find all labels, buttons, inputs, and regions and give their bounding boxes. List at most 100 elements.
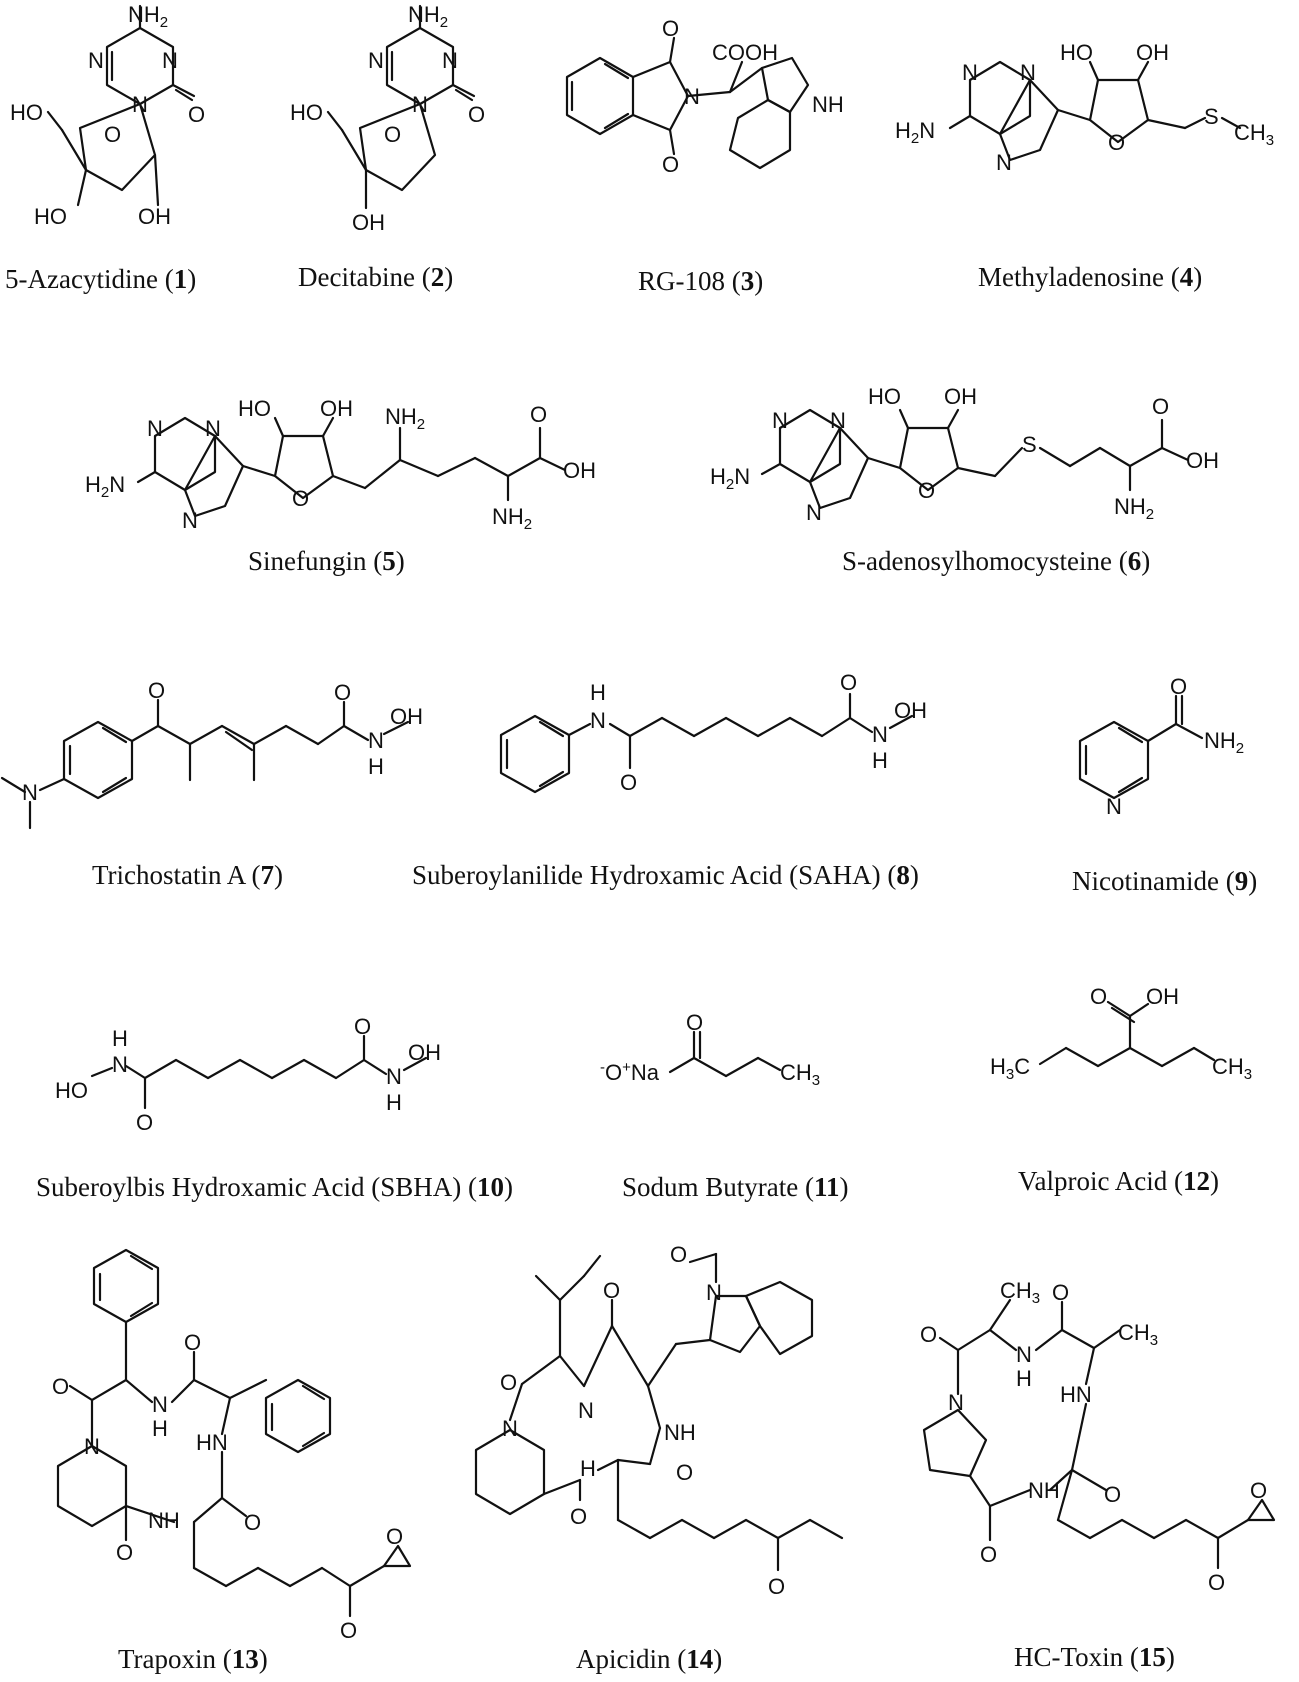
structure-2: NH2 N N N O O HO OH [290, 2, 485, 235]
atom-n: N [830, 408, 846, 433]
structure-15: CH3 O N H O CH3 HN N NH O O O O [920, 1278, 1276, 1595]
structure-12: H3C O OH CH3 [990, 984, 1252, 1083]
atom-h2n: H2N [85, 472, 125, 501]
atom-o: O [136, 1110, 153, 1135]
atom-oh: OH [894, 698, 927, 723]
atom-nh2: NH2 [492, 504, 532, 533]
atom-ho: HO [10, 100, 43, 125]
atom-o: O [662, 152, 679, 177]
atom-n: N [112, 1052, 128, 1077]
atom-o: O [686, 1010, 703, 1035]
atom-nh: N [152, 1392, 168, 1417]
atom-o: O [530, 402, 547, 427]
structure-10: H N HO O O N H OH [55, 1014, 441, 1135]
structure-3: O O N COOH NH [565, 16, 844, 177]
atom-n: N [386, 1064, 402, 1089]
atom-n: N [412, 92, 428, 117]
atom-o: O [1104, 1482, 1121, 1507]
label-compound-4: Methyladenosine (4) [978, 262, 1202, 292]
atom-nh: NH [664, 1420, 696, 1445]
atom-n: N [1020, 60, 1036, 85]
label-compound-6: S-adenosylhomocysteine (6) [842, 546, 1150, 576]
atom-hn: HN [1060, 1382, 1092, 1407]
atom-n: N [22, 780, 38, 805]
atom-h: H [590, 680, 606, 705]
atom-ho: HO [868, 384, 901, 409]
atom-ch3: CH3 [1000, 1278, 1040, 1307]
atom-nh: NH [148, 1508, 180, 1533]
atom-o: O [570, 1504, 587, 1529]
atom-o: O [1208, 1570, 1225, 1595]
atom-cooh: COOH [712, 40, 778, 65]
atom-o: O [1250, 1478, 1267, 1503]
atom-s: S [1022, 432, 1037, 457]
atom-n: N [147, 416, 163, 441]
label-compound-10: Suberoylbis Hydroxamic Acid (SBHA) (10) [36, 1172, 513, 1202]
atom-o: O [384, 122, 401, 147]
atom-o: O [244, 1510, 261, 1535]
atom-ch3: CH3 [1234, 120, 1274, 149]
atom-o: O [188, 102, 205, 127]
atom-nh: NH [1028, 1478, 1060, 1503]
atom-oh: OH [1146, 984, 1179, 1009]
atom-o: O [340, 1618, 357, 1643]
atom-h: H [1016, 1366, 1032, 1391]
atom-n: N [205, 416, 221, 441]
atom-n: N [684, 84, 700, 109]
atom-nh2: NH2 [128, 2, 168, 31]
atom-h2n: H2N [710, 464, 750, 493]
atom-oh: OH [320, 396, 353, 421]
atom-ho: HO [1060, 40, 1093, 65]
structure-9: N O NH2 [1078, 674, 1244, 819]
atom-o: O [1170, 674, 1187, 699]
label-compound-8: Suberoylanilide Hydroxamic Acid (SAHA) (… [412, 860, 919, 890]
label-compound-15: HC-Toxin (15) [1014, 1642, 1175, 1672]
label-compound-11: Sodum Butyrate (11) [622, 1172, 849, 1202]
atom-nh2: NH2 [385, 404, 425, 433]
structure-1: NH2 N N N O O HO HO OH [10, 2, 205, 229]
label-compound-1: 5-Azacytidine (1) [5, 264, 196, 294]
atom-o: O [52, 1374, 69, 1399]
atom-n: N [368, 728, 384, 753]
atom-n: N [442, 48, 458, 73]
atom-h: H [386, 1090, 402, 1115]
atom-o: O [670, 1242, 687, 1267]
structure-4: N N N H2N O HO OH S CH3 [895, 40, 1274, 175]
atom-o: O [980, 1542, 997, 1567]
atom-o: O [116, 1540, 133, 1565]
atom-nh: N [1016, 1342, 1032, 1367]
atom-o: O [468, 102, 485, 127]
label-compound-3: RG-108 (3) [638, 266, 763, 296]
atom-o: O [184, 1330, 201, 1355]
atom-o: O [918, 478, 935, 503]
atom-o: O [603, 1278, 620, 1303]
atom-ho: HO [34, 204, 67, 229]
atom-oh: OH [1186, 448, 1219, 473]
atom-o: O [292, 486, 309, 511]
atom-n: N [88, 48, 104, 73]
atom-h: H [112, 1026, 128, 1051]
atom-o: O [334, 680, 351, 705]
atom-nh: NH [812, 92, 844, 117]
atom-n: N [772, 408, 788, 433]
atom-oh: OH [944, 384, 977, 409]
atom-h: H [152, 1416, 168, 1441]
structure-8: H N O O N H OH [499, 670, 927, 795]
atom-ho: HO [290, 100, 323, 125]
atom-oh: OH [563, 458, 596, 483]
atom-nh2: NH2 [1204, 728, 1244, 757]
atom-o: O [1090, 984, 1107, 1009]
atom-s: S [1204, 104, 1219, 129]
label-compound-5: Sinefungin (5) [248, 546, 405, 576]
atom-nh2: NH2 [1114, 494, 1154, 523]
atom-n: N [806, 500, 822, 525]
atom-ho: HO [238, 396, 271, 421]
atom-o: O [920, 1322, 937, 1347]
atom-o: O [840, 670, 857, 695]
structure-11: -O+Na O CH3 [600, 1010, 820, 1089]
atom-o: O [148, 678, 165, 703]
atom-ch3: CH3 [1118, 1320, 1158, 1349]
atom-n: N [706, 1280, 722, 1305]
atom-oh: OH [352, 210, 385, 235]
